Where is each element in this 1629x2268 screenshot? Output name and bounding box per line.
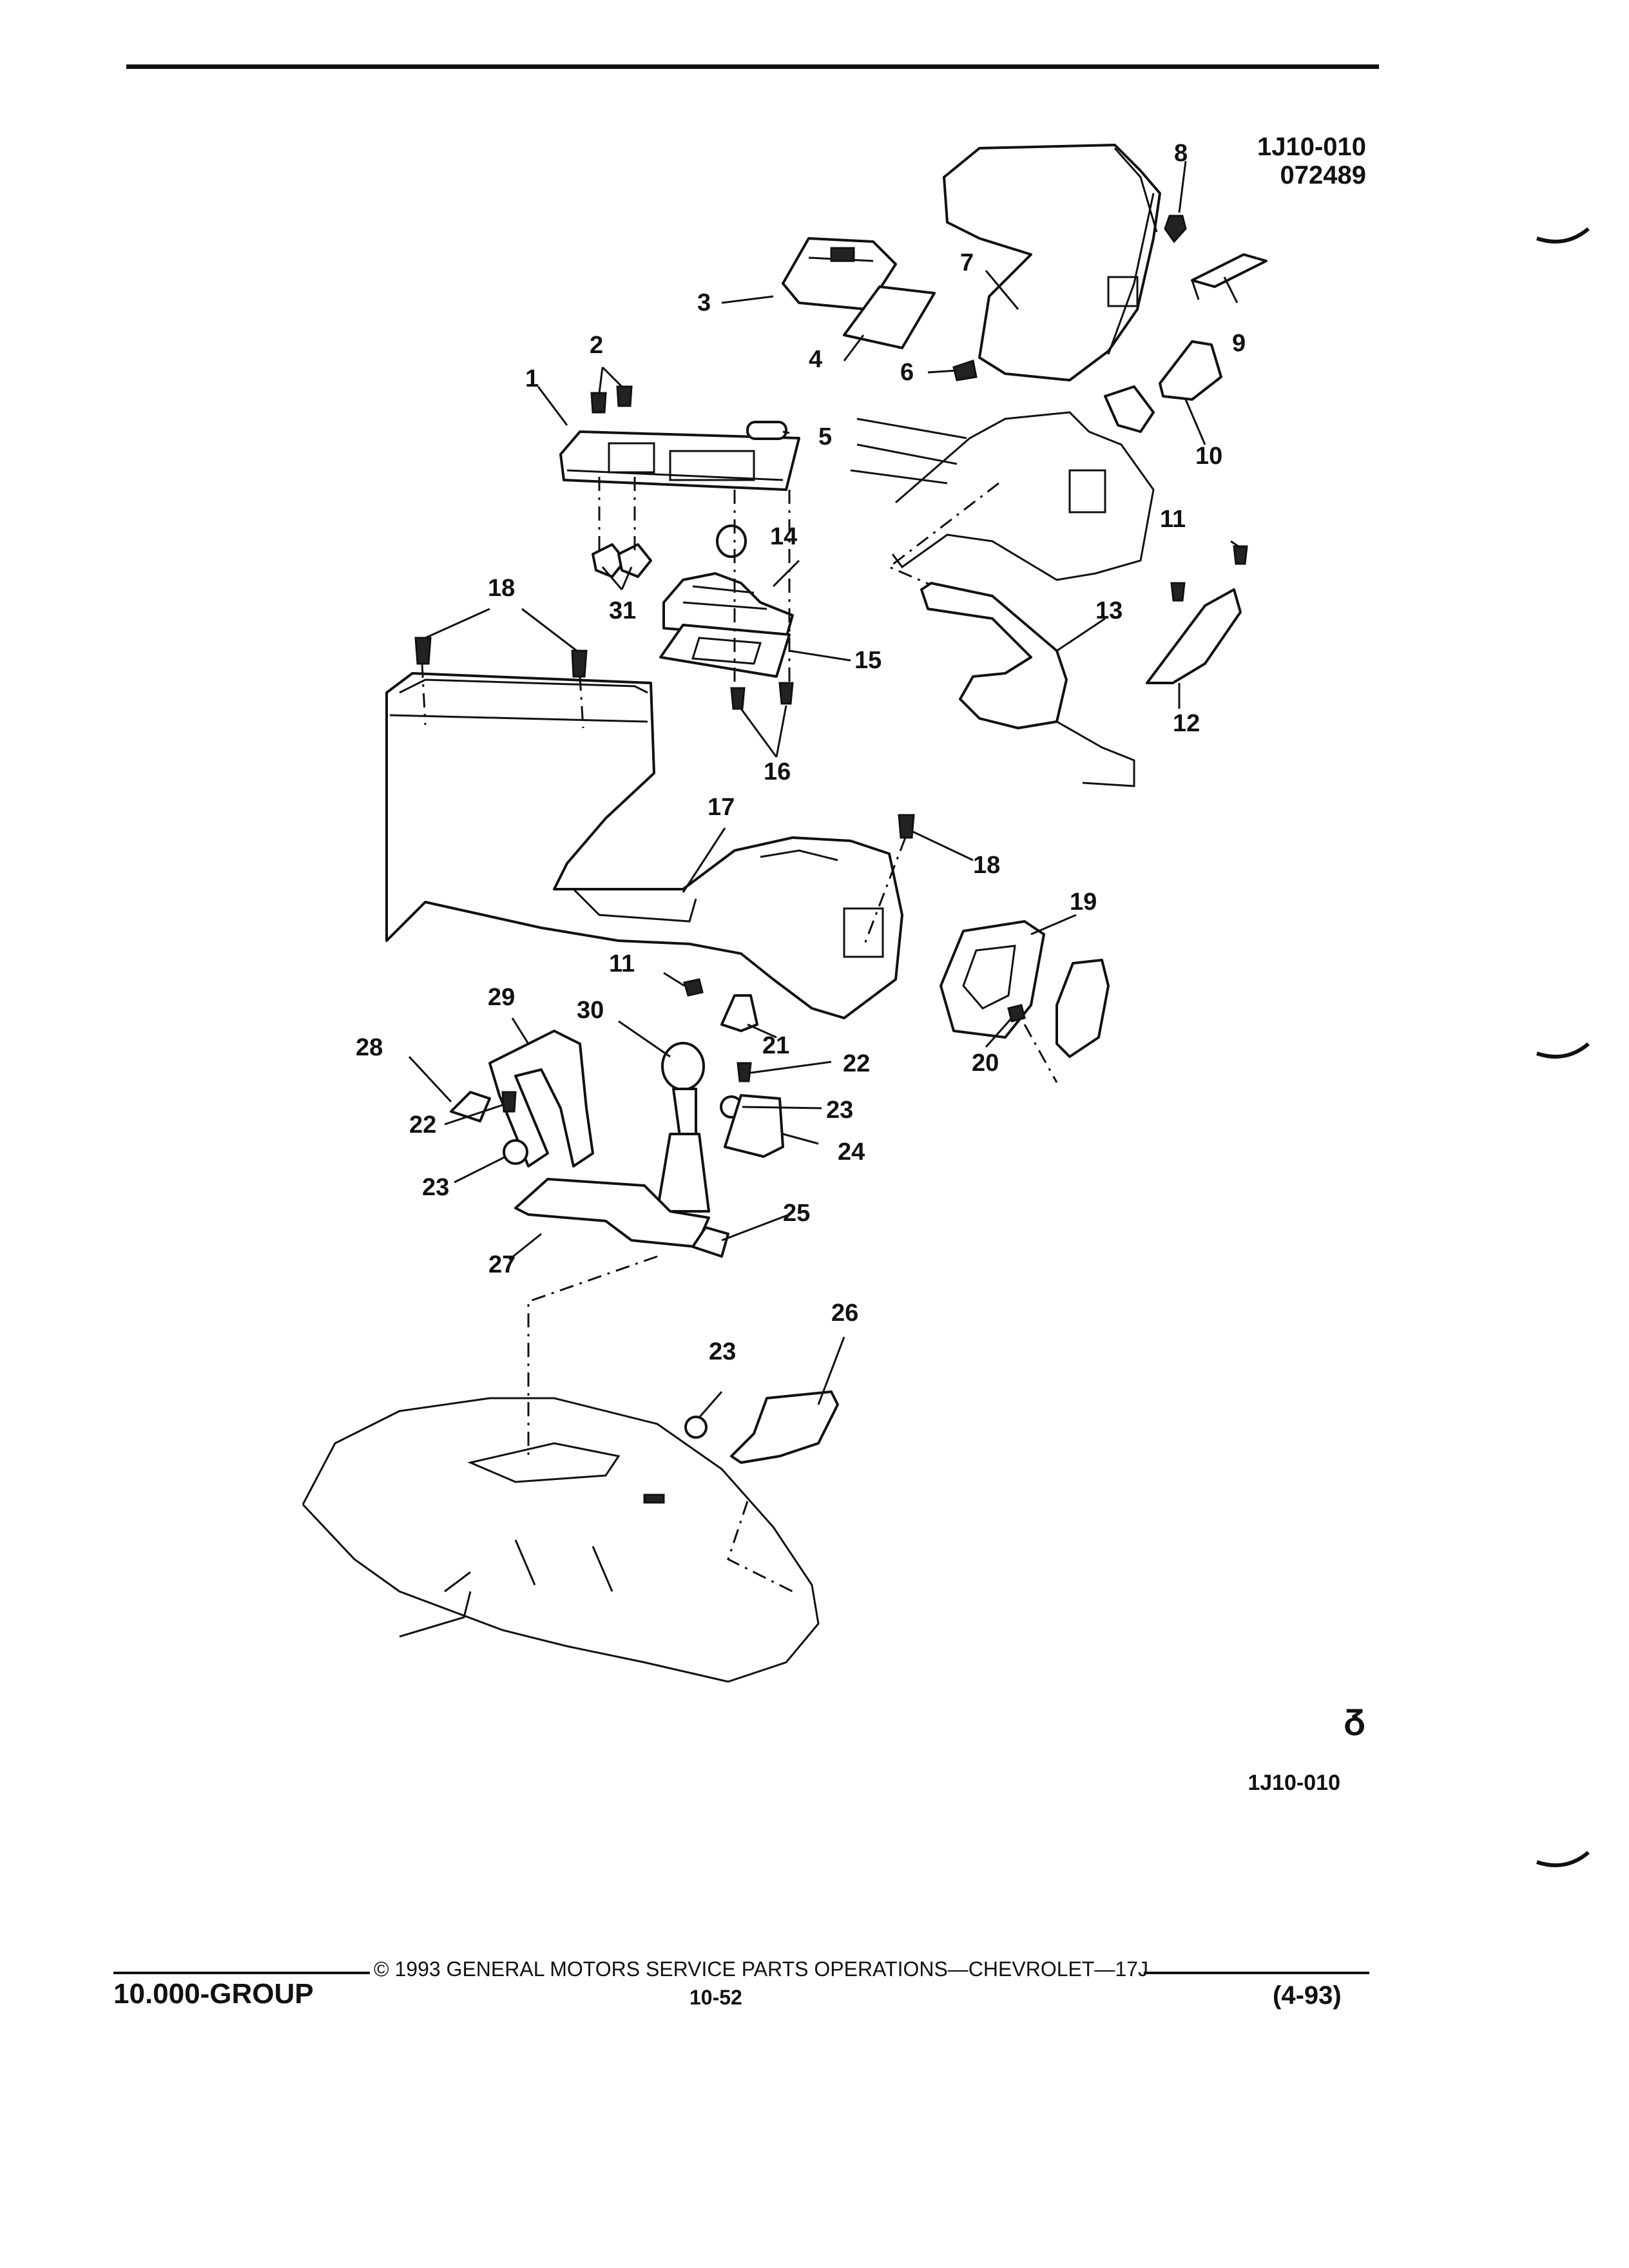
figure-code-bottom: 1J10-010	[1248, 1771, 1340, 1795]
part-31-clips	[592, 543, 652, 578]
callout-2: 2	[590, 332, 603, 359]
part-9-clip	[1191, 253, 1268, 300]
part-22-bolt-left	[501, 1091, 517, 1113]
callout-1: 1	[525, 365, 539, 392]
callout-24: 24	[838, 1139, 865, 1166]
part-18-screws-upper	[414, 637, 915, 839]
part-16-screws	[730, 682, 794, 710]
leader-lines	[408, 160, 1241, 1418]
part-24-switch-bracket	[724, 1094, 784, 1158]
assembly-dashed-lines	[421, 477, 1058, 1593]
figure-mark: ᵹ	[1344, 1695, 1366, 1736]
part-29-bracket	[488, 1030, 594, 1168]
part-22-bolt-right	[737, 1062, 752, 1082]
part-2-screws	[590, 385, 633, 414]
callout-25: 25	[783, 1200, 810, 1227]
footer-revision: (4-93)	[1273, 1981, 1342, 2010]
callout-12: 12	[1173, 710, 1200, 737]
part-28-clip	[450, 1091, 491, 1122]
part-1-trim-plate	[559, 430, 800, 491]
part-8-screw	[1164, 215, 1187, 244]
callout-18-upper: 18	[488, 575, 515, 602]
part-10-brackets	[1104, 340, 1222, 433]
callout-23-left: 23	[422, 1174, 449, 1201]
callout-21: 21	[762, 1032, 789, 1059]
callout-18-right: 18	[973, 852, 1000, 879]
callout-8: 8	[1174, 140, 1188, 167]
footer-page-number: 10-52	[689, 1986, 742, 2009]
footer-rule-left	[113, 1972, 370, 1974]
floor-pan-outline	[302, 1397, 820, 1683]
footer-group: 10.000-GROUP	[113, 1978, 314, 2010]
callout-22-right: 22	[843, 1050, 870, 1077]
callout-6: 6	[900, 359, 914, 386]
callout-23-lower: 23	[709, 1338, 736, 1365]
callout-28: 28	[356, 1034, 383, 1061]
callout-17: 17	[708, 794, 735, 821]
callout-10: 10	[1195, 443, 1222, 470]
callout-29: 29	[488, 984, 515, 1011]
top-rule	[126, 64, 1379, 69]
callout-27: 27	[488, 1251, 516, 1278]
part-23-nut-left	[503, 1139, 528, 1165]
callout-3: 3	[697, 289, 711, 316]
part-19-shifter-bezel	[940, 920, 1110, 1058]
part-12-brake-bracket	[1146, 588, 1242, 684]
part-4-cover	[843, 285, 936, 349]
part-26-bracket	[730, 1390, 839, 1464]
callout-16: 16	[764, 758, 791, 785]
callout-11-upper: 11	[1160, 506, 1186, 533]
part-3-ashtray	[782, 237, 897, 311]
callout-7: 7	[960, 249, 974, 276]
figure-date-code: 072489	[1280, 161, 1366, 189]
binder-punch-marks	[1536, 227, 1590, 1867]
callout-20: 20	[972, 1050, 999, 1077]
part-17-console-body	[385, 672, 903, 1019]
part-7-armrest-compartment	[943, 144, 1161, 381]
callout-9: 9	[1232, 330, 1246, 357]
part-25-clip	[691, 1226, 729, 1258]
callout-22-left: 22	[409, 1111, 436, 1139]
exploded-parts-diagram: 1 2 3 4 5 6 7 8 9 10 11 12 13 14 15 16 1…	[302, 140, 1590, 1867]
part-23-nut-lower	[684, 1416, 708, 1439]
part-20-screw	[1007, 1004, 1026, 1023]
callout-4: 4	[809, 346, 822, 373]
callout-5: 5	[818, 423, 832, 450]
callout-19: 19	[1070, 889, 1097, 916]
part-6-screw	[952, 360, 978, 381]
footer-rule-right	[1144, 1972, 1369, 1974]
part-11-screws-upper	[1170, 545, 1248, 602]
callout-26: 26	[831, 1300, 858, 1327]
footer-copyright: © 1993 GENERAL MOTORS SERVICE PARTS OPER…	[374, 1957, 1148, 1981]
callout-14: 14	[770, 523, 797, 550]
part-30-shift-lever	[656, 1042, 710, 1213]
callout-13: 13	[1095, 597, 1123, 624]
part-11-screw-lower	[683, 978, 704, 997]
part-21-bracket	[720, 994, 758, 1032]
callout-11-lower: 11	[609, 950, 635, 977]
callout-30: 30	[577, 997, 604, 1024]
callout-31: 31	[609, 597, 636, 624]
part-15-boot-retainer	[659, 624, 791, 678]
part-13-parking-brake-lever	[920, 582, 1135, 787]
callout-15: 15	[854, 647, 882, 674]
figure-code-top: 1J10-010	[1257, 133, 1366, 161]
rear-console-outline	[850, 411, 1155, 588]
callout-23-right: 23	[826, 1097, 853, 1124]
callout-labels: 1 2 3 4 5 6 7 8 9 10 11 12 13 14 15 16 1…	[356, 140, 1246, 1365]
part-5-bulb	[746, 421, 787, 440]
